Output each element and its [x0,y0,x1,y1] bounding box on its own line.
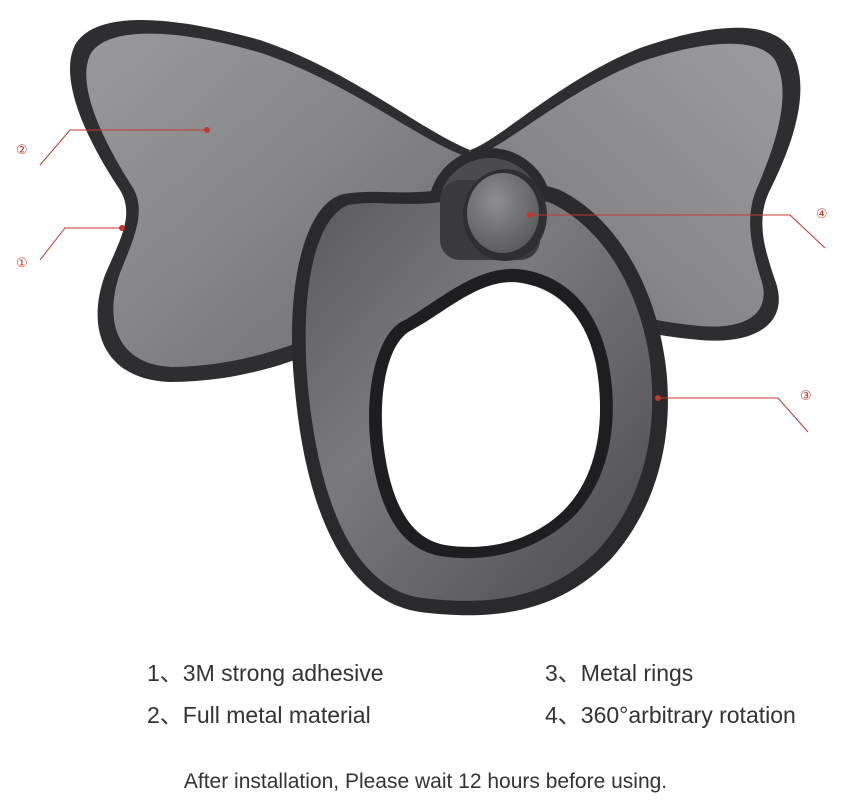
feature-list: 1、3M strong adhesive 2、Full metal materi… [0,648,851,738]
callout-line-3 [658,397,809,433]
feature-item-material: 2、Full metal material [147,702,371,728]
feature-item-rotation: 4、360°arbitrary rotation [545,702,796,728]
callout-line-2 [39,129,207,166]
metal-ring [292,182,668,616]
callout-number-2: ② [16,143,28,158]
callout-dots [119,127,661,401]
callout-number-4: ④ [816,207,828,222]
callout-numbers: ② ① ④ ③ [16,143,828,404]
callout-line-4 [530,214,826,249]
product-image: ② ① ④ ③ [16,20,828,616]
callout-line-1 [39,227,122,261]
callout-dot-2 [204,127,210,133]
callout-dot-1 [119,225,125,231]
callout-number-1: ① [16,256,28,271]
callout-dot-3 [655,395,661,401]
callout-lines [39,129,826,433]
callout-dot-4 [527,212,533,218]
installation-note: After installation, Please wait 12 hours… [183,770,668,793]
rotation-knob [440,169,547,261]
callout-number-3: ③ [800,389,812,404]
feature-item-adhesive: 1、3M strong adhesive [147,660,384,686]
feature-item-rings: 3、Metal rings [545,660,694,686]
